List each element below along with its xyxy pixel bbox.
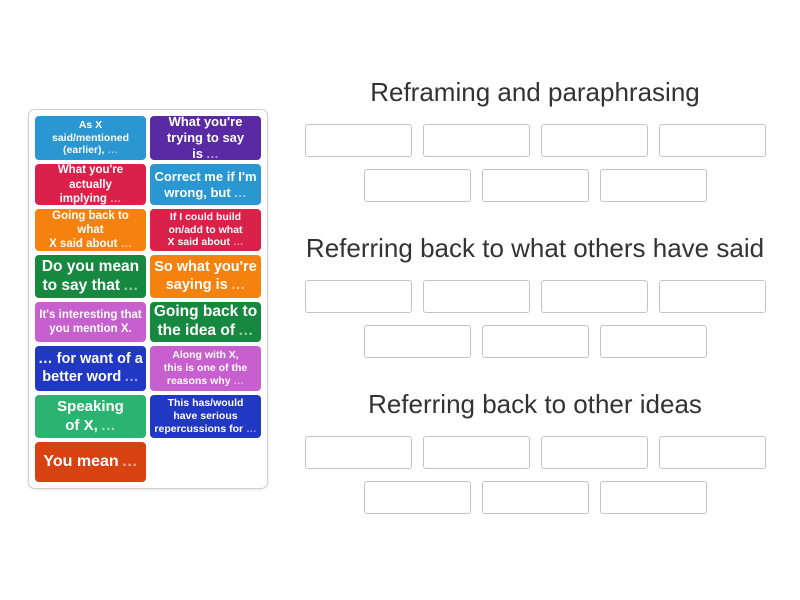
truncation-ellipsis: …: [232, 236, 244, 249]
word-card-label: … for want of a better word…: [38, 351, 143, 386]
word-card-label: So what you're saying is…: [154, 259, 257, 294]
truncation-ellipsis: …: [246, 422, 257, 435]
drop-slot[interactable]: [540, 279, 648, 313]
word-card[interactable]: This has/would have serious repercussion…: [150, 395, 261, 438]
word-card[interactable]: Going back to the idea of…: [150, 302, 261, 342]
category-group: Referring back to what others have said: [300, 232, 770, 358]
word-card-label: As X said/mentioned (earlier),…: [52, 119, 129, 157]
drop-slot[interactable]: [304, 279, 412, 313]
slot-row: [363, 324, 707, 358]
word-card-text: If I could build on/add to what X said a…: [167, 210, 243, 249]
word-card-label: Do you mean to say that…: [42, 258, 139, 296]
word-card-text: Going back to what X said about: [49, 209, 129, 251]
truncation-ellipsis: …: [109, 192, 122, 205]
drop-slot[interactable]: [363, 168, 471, 202]
word-card-label: Going back to what X said about…: [38, 209, 143, 251]
category-title: Referring back to what others have said: [305, 232, 765, 263]
drop-slot[interactable]: [599, 480, 707, 514]
drop-slot[interactable]: [599, 324, 707, 358]
word-card[interactable]: What you're actually implying…: [35, 164, 146, 205]
word-card-text: What you're actually implying: [57, 164, 124, 205]
category-groups: Reframing and paraphrasing Referring bac…: [300, 77, 770, 514]
category-group: Referring back to other ideas: [300, 388, 770, 514]
truncation-ellipsis: …: [100, 416, 116, 434]
word-card-label: You mean…: [43, 452, 137, 472]
word-card-label: What you're trying to say is…: [153, 116, 258, 160]
slot-row: [363, 168, 707, 202]
word-card[interactable]: As X said/mentioned (earlier),…: [35, 116, 146, 160]
word-card[interactable]: Along with X, this is one of the reasons…: [150, 346, 261, 391]
drop-slot[interactable]: [481, 480, 589, 514]
word-card-text: Speaking of X,: [57, 398, 124, 434]
word-card-text: So what you're saying is: [154, 258, 257, 293]
word-card-text: You mean: [43, 453, 119, 471]
slot-row: [304, 123, 766, 157]
word-card-label: Correct me if I'm wrong, but…: [154, 169, 256, 201]
word-card-label: Along with X, this is one of the reasons…: [164, 349, 247, 387]
word-card-label: Going back to the idea of…: [154, 303, 257, 341]
drop-slot[interactable]: [304, 123, 412, 157]
truncation-ellipsis: …: [233, 184, 247, 200]
word-card[interactable]: You mean…: [35, 442, 146, 482]
drop-slot[interactable]: [599, 168, 707, 202]
category-title: Referring back to other ideas: [368, 388, 702, 419]
slot-row: [363, 480, 707, 514]
drop-slot[interactable]: [422, 279, 530, 313]
slot-rows: [304, 123, 766, 202]
drop-slot[interactable]: [658, 279, 766, 313]
drop-slot[interactable]: [658, 123, 766, 157]
word-card[interactable]: So what you're saying is…: [150, 255, 261, 298]
truncation-ellipsis: …: [233, 374, 245, 387]
drop-slot[interactable]: [422, 435, 530, 469]
word-card[interactable]: … for want of a better word…: [35, 346, 146, 391]
category-group: Reframing and paraphrasing: [300, 77, 770, 202]
truncation-ellipsis: …: [121, 453, 138, 471]
word-card[interactable]: If I could build on/add to what X said a…: [150, 209, 261, 251]
truncation-ellipsis: …: [205, 145, 219, 160]
drop-slot[interactable]: [304, 435, 412, 469]
word-card-label: This has/would have serious repercussion…: [154, 397, 256, 435]
slot-rows: [304, 435, 766, 514]
truncation-ellipsis: …: [107, 144, 118, 157]
word-card[interactable]: What you're trying to say is…: [150, 116, 261, 160]
truncation-ellipsis: …: [230, 276, 246, 293]
card-tray-grid: As X said/mentioned (earlier),… What you…: [35, 116, 261, 482]
word-card[interactable]: Speaking of X,…: [35, 395, 146, 438]
word-card-label: What you're actually implying…: [38, 164, 143, 205]
word-card-text: Going back to the idea of: [153, 303, 258, 339]
truncation-ellipsis: …: [123, 276, 139, 294]
category-title: Reframing and paraphrasing: [370, 77, 700, 107]
word-card-label: Speaking of X,…: [57, 398, 124, 435]
word-card-label: If I could build on/add to what X said a…: [168, 211, 244, 249]
word-card-tray: As X said/mentioned (earlier),… What you…: [28, 109, 268, 489]
slot-rows: [304, 279, 766, 358]
word-card[interactable]: Correct me if I'm wrong, but…: [150, 164, 261, 205]
word-card-text: It's interesting that you mention X.: [39, 308, 142, 335]
slot-row: [304, 279, 766, 313]
drop-slot[interactable]: [363, 324, 471, 358]
drop-slot[interactable]: [363, 480, 471, 514]
word-card-text: Correct me if I'm wrong, but: [154, 168, 257, 200]
word-card-label: It's interesting that you mention X.: [39, 308, 141, 336]
word-card-text: Do you mean to say that: [41, 257, 140, 294]
word-card[interactable]: Do you mean to say that…: [35, 255, 146, 298]
word-card[interactable]: It's interesting that you mention X.: [35, 302, 146, 342]
truncation-ellipsis: …: [124, 368, 139, 385]
drop-slot[interactable]: [422, 123, 530, 157]
word-card-text: As X said/mentioned (earlier),: [51, 118, 129, 157]
word-card-text: … for want of a better word: [38, 350, 143, 385]
word-card[interactable]: Going back to what X said about…: [35, 209, 146, 251]
word-card-text: This has/would have serious repercussion…: [154, 397, 244, 435]
drop-slot[interactable]: [540, 435, 648, 469]
word-card-text: What you're trying to say is: [166, 116, 245, 160]
word-card-text: Along with X, this is one of the reasons…: [163, 349, 248, 387]
drop-slot[interactable]: [481, 324, 589, 358]
drop-slot[interactable]: [481, 168, 589, 202]
truncation-ellipsis: …: [120, 238, 132, 251]
slot-row: [304, 435, 766, 469]
truncation-ellipsis: …: [238, 322, 254, 339]
drop-slot[interactable]: [540, 123, 648, 157]
drop-slot[interactable]: [658, 435, 766, 469]
